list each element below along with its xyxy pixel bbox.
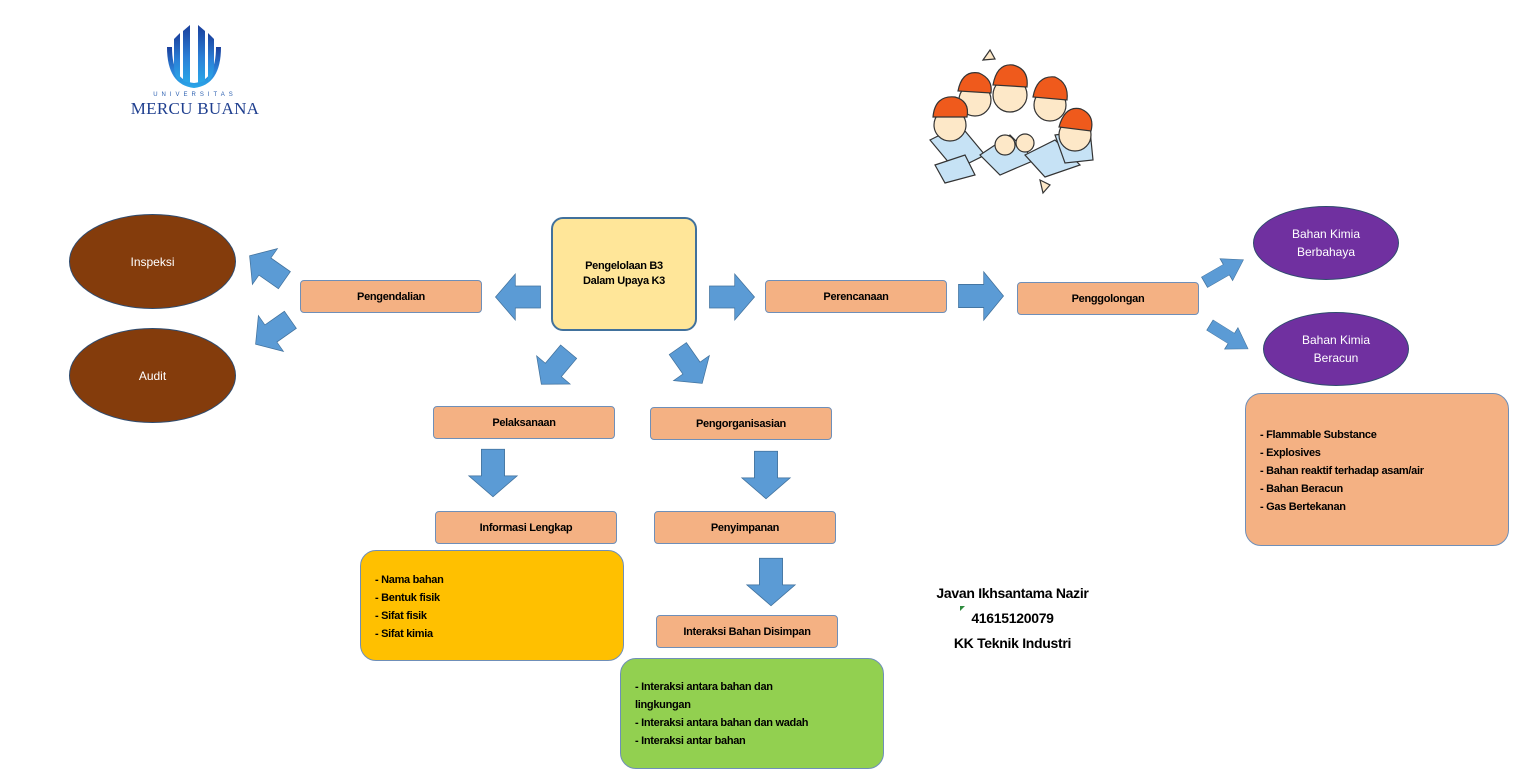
list-item: - Bahan reaktif terhadap asam/air — [1260, 465, 1424, 477]
informasi-detail-box: - Nama bahan - Bentuk fisik - Sifat fisik -… — [360, 550, 624, 661]
penggolongan-detail-box: - Flammable Substance - Explosives - Bahan… — [1245, 393, 1509, 546]
list-item: - Gas Bertekanan — [1260, 501, 1346, 513]
node-informasi-lengkap: Informasi Lengkap — [435, 511, 617, 544]
arrow-center-to-pengendalian — [495, 273, 541, 321]
arrow-penggolongan-to-berbahaya — [1197, 248, 1251, 294]
mercu-buana-logo-icon — [167, 25, 221, 88]
list-item: - Explosives — [1260, 447, 1321, 459]
list-item: - Nama bahan — [375, 574, 444, 586]
informasi-detail-list: - Nama bahan - Bentuk fisik - Sifat fisik -… — [375, 571, 623, 643]
list-item: - Interaksi antara bahan dan — [635, 681, 773, 693]
arrow-penggolongan-to-beracun — [1202, 313, 1256, 361]
list-item: - Bentuk fisik — [375, 592, 440, 604]
arrow-pelaksanaan-to-informasi — [468, 448, 518, 498]
arrow-center-to-pelaksanaan — [524, 337, 586, 399]
arrow-pengorganisasian-to-penyimpanan — [741, 450, 791, 500]
ellipse-beracun-line1: Bahan Kimia — [1301, 333, 1371, 347]
workers-hardhat-team-icon — [929, 48, 1094, 195]
node-pelaksanaan: Pelaksanaan — [433, 406, 615, 439]
ellipse-audit-label: Audit — [138, 368, 167, 383]
node-penyimpanan: Penyimpanan — [654, 511, 836, 544]
ellipse-inspeksi: Inspeksi — [69, 214, 236, 309]
list-item: - Sifat fisik — [375, 610, 427, 622]
ellipse-inspeksi-label: Inspeksi — [130, 254, 175, 269]
ellipse-berbahaya-line1: Bahan Kimia — [1291, 227, 1361, 241]
penggolongan-detail-list: - Flammable Substance - Explosives - Bahan… — [1260, 426, 1508, 516]
ellipse-beracun-line2: Beracun — [1313, 351, 1359, 365]
node-pengendalian: Pengendalian — [300, 280, 482, 313]
interaksi-detail-list: - Interaksi antara bahan dan lingkungan - … — [635, 678, 883, 750]
list-item: - Flammable Substance — [1260, 429, 1377, 441]
logo-name: MERCU BUANA — [130, 99, 260, 118]
node-pengorganisasian: Pengorganisasian — [650, 407, 832, 440]
node-penggolongan: Penggolongan — [1017, 282, 1199, 315]
node-interaksi-bahan-disimpan: Interaksi Bahan Disimpan — [656, 615, 838, 648]
interaksi-detail-box: - Interaksi antara bahan dan lingkungan - … — [620, 658, 884, 769]
node-perencanaan: Perencanaan — [765, 280, 947, 313]
workers-illustration — [915, 45, 1110, 195]
center-node-line1: Pengelolaan B3 — [585, 260, 663, 272]
author-name: Javan Ikhsantama Nazir — [936, 585, 1089, 601]
ellipse-berbahaya-line2: Berbahaya — [1296, 245, 1356, 259]
list-item: lingkungan — [635, 699, 691, 711]
ellipse-bahan-kimia-berbahaya: Bahan Kimia Berbahaya — [1253, 206, 1399, 280]
ellipse-audit: Audit — [69, 328, 236, 423]
author-group: KK Teknik Industri — [953, 635, 1072, 651]
university-logo: UNIVERSITAS MERCU BUANA — [110, 25, 280, 120]
arrow-center-to-pengorganisasian — [659, 335, 721, 397]
arrow-penyimpanan-to-interaksi — [746, 557, 796, 607]
list-item: - Bahan Beracun — [1260, 483, 1343, 495]
author-id: 41615120079 — [971, 610, 1054, 626]
list-item: - Sifat kimia — [375, 628, 433, 640]
center-node-line2: Dalam Upaya K3 — [582, 275, 665, 287]
center-node-pengelolaan-b3: Pengelolaan B3 Dalam Upaya K3 — [551, 217, 697, 331]
list-item: - Interaksi antara bahan dan wadah — [635, 717, 809, 729]
arrow-pengendalian-to-inspeksi — [236, 237, 298, 299]
ellipse-bahan-kimia-beracun: Bahan Kimia Beracun — [1263, 312, 1409, 386]
arrow-center-to-perencanaan — [709, 273, 755, 321]
logo-top-text: UNIVERSITAS — [153, 92, 237, 98]
author-info: Javan Ikhsantama Nazir 41615120079 KK Te… — [905, 581, 1120, 656]
list-item: - Interaksi antar bahan — [635, 735, 746, 747]
arrow-pengendalian-to-audit — [242, 301, 304, 363]
arrow-perencanaan-to-penggolongan — [957, 271, 1005, 321]
